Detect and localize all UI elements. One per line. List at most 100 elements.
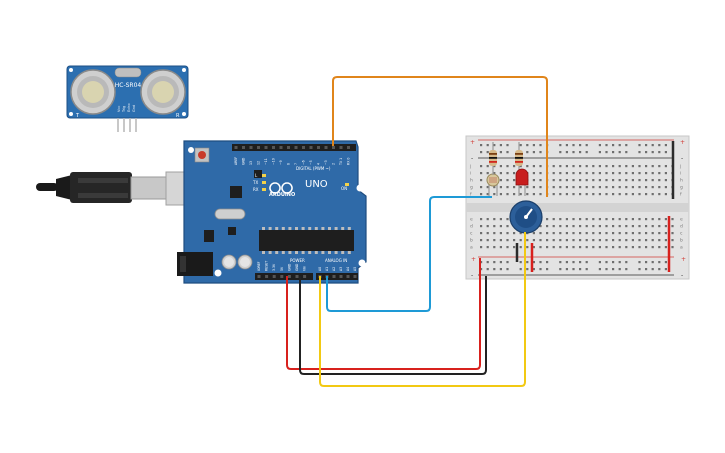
rail-hole[interactable] <box>565 261 568 264</box>
breadboard-hole[interactable] <box>480 179 483 182</box>
resistor[interactable] <box>489 142 497 175</box>
breadboard-hole[interactable] <box>486 165 489 168</box>
breadboard-hole[interactable] <box>559 179 562 182</box>
breadboard-hole[interactable] <box>585 218 588 221</box>
breadboard-hole[interactable] <box>658 232 661 235</box>
rail-hole[interactable] <box>664 268 667 271</box>
digital-pin-hole[interactable] <box>339 146 343 149</box>
breadboard-hole[interactable] <box>506 186 509 189</box>
rail-hole[interactable] <box>519 144 522 147</box>
breadboard-hole[interactable] <box>598 193 601 196</box>
breadboard-hole[interactable] <box>539 193 542 196</box>
breadboard-hole[interactable] <box>546 225 549 228</box>
rail-hole[interactable] <box>519 261 522 264</box>
breadboard-hole[interactable] <box>480 225 483 228</box>
rail-hole[interactable] <box>532 151 535 154</box>
rail-hole[interactable] <box>645 261 648 264</box>
digital-pin-hole[interactable] <box>257 146 260 149</box>
breadboard-hole[interactable] <box>625 232 628 235</box>
rail-hole[interactable] <box>559 261 562 264</box>
breadboard-hole[interactable] <box>480 165 483 168</box>
rail-hole[interactable] <box>651 261 654 264</box>
rail-hole[interactable] <box>598 151 601 154</box>
breadboard-hole[interactable] <box>559 232 562 235</box>
breadboard-hole[interactable] <box>532 239 535 242</box>
breadboard-hole[interactable] <box>572 232 575 235</box>
rail-hole[interactable] <box>638 268 641 271</box>
breadboard-hole[interactable] <box>585 179 588 182</box>
digital-pin-hole[interactable] <box>324 146 328 149</box>
breadboard-hole[interactable] <box>546 246 549 249</box>
breadboard-hole[interactable] <box>592 218 595 221</box>
rail-hole[interactable] <box>572 144 575 147</box>
breadboard-hole[interactable] <box>499 225 502 228</box>
rail-hole[interactable] <box>493 268 496 271</box>
breadboard-hole[interactable] <box>625 165 628 168</box>
breadboard-hole[interactable] <box>519 239 522 242</box>
breadboard-hole[interactable] <box>631 218 634 221</box>
breadboard-hole[interactable] <box>493 193 496 196</box>
breadboard-hole[interactable] <box>552 193 555 196</box>
breadboard-hole[interactable] <box>592 172 595 175</box>
rail-hole[interactable] <box>499 268 502 271</box>
breadboard-hole[interactable] <box>480 186 483 189</box>
rail-hole[interactable] <box>506 151 509 154</box>
breadboard-hole[interactable] <box>539 172 542 175</box>
breadboard-hole[interactable] <box>645 179 648 182</box>
breadboard-hole[interactable] <box>612 239 615 242</box>
breadboard-hole[interactable] <box>585 193 588 196</box>
breadboard-hole[interactable] <box>658 193 661 196</box>
breadboard-hole[interactable] <box>618 225 621 228</box>
breadboard-hole[interactable] <box>645 225 648 228</box>
rail-hole[interactable] <box>625 261 628 264</box>
breadboard-hole[interactable] <box>579 172 582 175</box>
rail-hole[interactable] <box>664 151 667 154</box>
breadboard-hole[interactable] <box>625 186 628 189</box>
breadboard-hole[interactable] <box>605 239 608 242</box>
breadboard-hole[interactable] <box>658 218 661 221</box>
breadboard-hole[interactable] <box>579 232 582 235</box>
rail-hole[interactable] <box>539 151 542 154</box>
breadboard-hole[interactable] <box>486 193 489 196</box>
breadboard-hole[interactable] <box>513 179 516 182</box>
breadboard-hole[interactable] <box>658 179 661 182</box>
rail-hole[interactable] <box>585 261 588 264</box>
breadboard-hole[interactable] <box>579 193 582 196</box>
breadboard-hole[interactable] <box>579 225 582 228</box>
breadboard-hole[interactable] <box>519 186 522 189</box>
digital-pin-hole[interactable] <box>264 146 268 149</box>
rail-hole[interactable] <box>612 151 615 154</box>
breadboard-hole[interactable] <box>658 225 661 228</box>
breadboard-hole[interactable] <box>572 186 575 189</box>
rail-hole[interactable] <box>585 144 588 147</box>
breadboard-hole[interactable] <box>513 246 516 249</box>
breadboard-hole[interactable] <box>651 179 654 182</box>
breadboard-hole[interactable] <box>572 172 575 175</box>
breadboard-hole[interactable] <box>598 218 601 221</box>
breadboard-hole[interactable] <box>638 179 641 182</box>
analog-pin-hole[interactable] <box>346 275 350 278</box>
rail-hole[interactable] <box>519 268 522 271</box>
breadboard-hole[interactable] <box>651 246 654 249</box>
breadboard-hole[interactable] <box>631 193 634 196</box>
breadboard-hole[interactable] <box>631 172 634 175</box>
breadboard-hole[interactable] <box>572 239 575 242</box>
breadboard-hole[interactable] <box>671 239 674 242</box>
breadboard-hole[interactable] <box>605 179 608 182</box>
digital-pin-hole[interactable] <box>347 146 350 149</box>
breadboard-hole[interactable] <box>572 165 575 168</box>
rail-hole[interactable] <box>480 144 483 147</box>
digital-pin-hole[interactable] <box>242 146 245 149</box>
breadboard-hole[interactable] <box>559 186 562 189</box>
rail-hole[interactable] <box>612 144 615 147</box>
breadboard-hole[interactable] <box>625 246 628 249</box>
breadboard-hole[interactable] <box>618 232 621 235</box>
rail-hole[interactable] <box>598 144 601 147</box>
breadboard-hole[interactable] <box>532 172 535 175</box>
rail-hole[interactable] <box>605 261 608 264</box>
breadboard-hole[interactable] <box>513 172 516 175</box>
breadboard-hole[interactable] <box>631 232 634 235</box>
breadboard-hole[interactable] <box>618 193 621 196</box>
breadboard-hole[interactable] <box>625 193 628 196</box>
digital-pin-hole[interactable] <box>317 146 320 149</box>
